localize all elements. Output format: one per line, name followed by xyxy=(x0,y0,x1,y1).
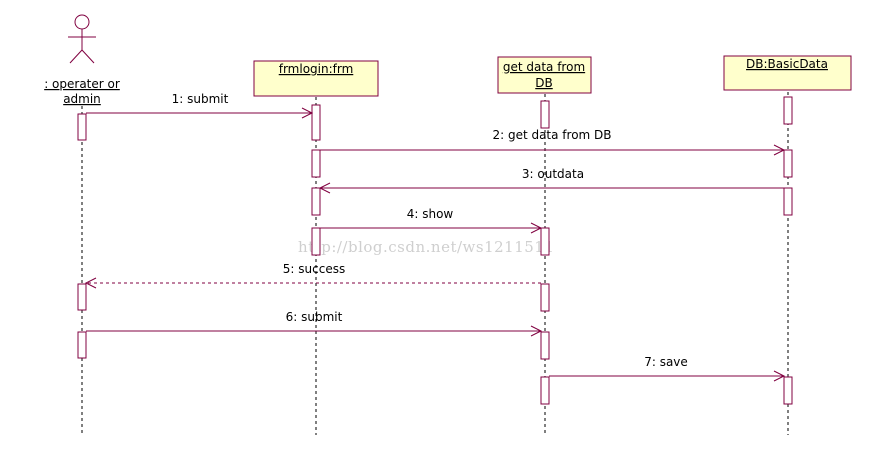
message-6-arrowhead xyxy=(530,325,543,337)
message-7-label: 7: save xyxy=(644,355,688,369)
activation-frm-4 xyxy=(311,227,321,256)
participant-db-label: DB:BasicData xyxy=(746,57,828,71)
activation-frm-1 xyxy=(311,104,321,141)
activation-actor-3 xyxy=(77,331,87,359)
messages xyxy=(84,107,786,382)
activation-getdata-2 xyxy=(540,227,550,256)
lifelines xyxy=(81,92,789,435)
message-1-arrowhead xyxy=(301,107,314,119)
participant-frm-label: frmlogin:frm xyxy=(279,62,354,76)
activation-db-4 xyxy=(783,376,793,405)
participant-getdata-label-line-1: get data from xyxy=(503,60,585,74)
message-7-arrowhead xyxy=(773,370,786,382)
actor-icon xyxy=(68,14,96,64)
activation-db-2 xyxy=(783,149,793,178)
watermark-text: http://blog.csdn.net/ws1211511 xyxy=(298,238,554,256)
message-5-arrowhead xyxy=(84,277,97,289)
message-2-arrowhead xyxy=(773,144,786,156)
activation-actor-1 xyxy=(77,113,87,141)
activation-getdata-5 xyxy=(540,376,550,405)
message-3-label: 3: outdata xyxy=(522,167,584,181)
participant-getdata-label-line-2: DB xyxy=(535,76,552,90)
actor-label-line-2: admin xyxy=(63,92,101,106)
message-1-label: 1: submit xyxy=(172,92,229,106)
activation-getdata-4 xyxy=(540,331,550,360)
message-4-label: 4: show xyxy=(407,207,454,221)
message-4-arrowhead xyxy=(530,222,543,234)
message-5-label: 5: success xyxy=(283,262,345,276)
participant-getdata: get data from DB xyxy=(497,56,592,94)
activation-db-3 xyxy=(783,187,793,216)
participant-db: DB:BasicData xyxy=(723,55,852,91)
activation-actor-2 xyxy=(77,283,87,311)
activation-bars xyxy=(77,96,793,405)
activation-getdata-1 xyxy=(540,100,550,129)
activation-frm-3 xyxy=(311,187,321,216)
message-3-arrowhead xyxy=(318,182,331,194)
participant-frm: frmlogin:frm xyxy=(253,60,379,97)
activation-db-1 xyxy=(783,96,793,125)
message-6-label: 6: submit xyxy=(286,310,343,324)
activation-getdata-3 xyxy=(540,283,550,312)
message-2-label: 2: get data from DB xyxy=(492,128,611,142)
activation-frm-2 xyxy=(311,149,321,178)
actor-label-line-1: : operater or xyxy=(44,77,120,91)
